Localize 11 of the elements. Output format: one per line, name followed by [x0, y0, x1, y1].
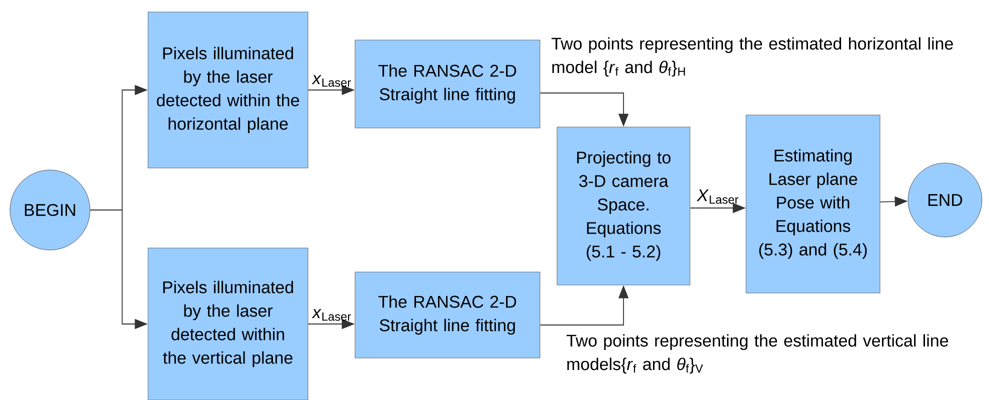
process-box: Pixels illuminated by the laser detected within the horizontal plane [148, 12, 308, 168]
edge-label: x$_{Laser}$ [312, 309, 351, 321]
process-box: The RANSAC 2-D Straight line fitting [354, 40, 540, 128]
process-box: Estimating Laser plane Pose with Equations (5.3) and (5.4) [746, 114, 880, 294]
edge-label: Two points representing the estimated horizontal line model {r$_{f}$ and θ$_{f}$}$_{H}$ [552, 37, 953, 77]
edge-label: x$_{Laser}$ [312, 75, 351, 87]
edge-label: Two points representing the estimated vertical line models{r$_{f}$ and θ$_{f}$}$_{V}$ [566, 334, 948, 374]
edge-label: X$_{Laser}$ [696, 189, 738, 204]
process-box: The RANSAC 2-D Straight line fitting [354, 272, 540, 358]
process-box: Projecting to 3-D camera Space. Equations (5.1 - 5.2) [556, 126, 690, 286]
process-box: Pixels illuminated by the laser detected within the vertical plane [148, 248, 308, 400]
